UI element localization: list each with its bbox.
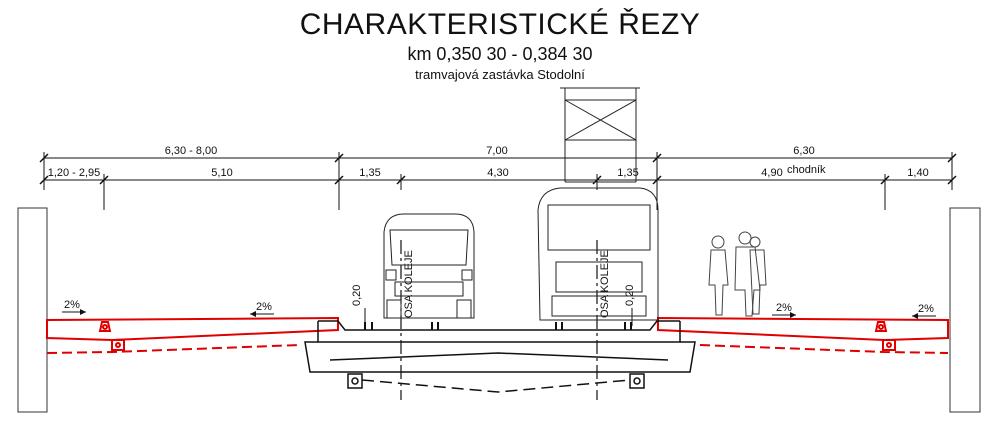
sidewalk-label: chodník bbox=[787, 164, 826, 176]
left-axis-label: OSA KOLEJE bbox=[403, 250, 415, 318]
pedestrian-body-2 bbox=[734, 246, 761, 317]
slope-arrowhead-4 bbox=[912, 313, 918, 319]
left-subgrade-line bbox=[46, 344, 301, 354]
right-curb-dot bbox=[886, 342, 892, 348]
left-curb-block bbox=[111, 339, 125, 351]
dim-top-left: 6,30 - 8,00 bbox=[165, 145, 218, 157]
left-curb-dot bbox=[115, 342, 121, 348]
tram-windshield bbox=[547, 204, 651, 251]
slope-indicators: 2% 2% 2% 2% bbox=[62, 299, 936, 319]
dim-sub-5: 1,35 bbox=[617, 167, 638, 179]
left-drain-icon bbox=[98, 321, 112, 332]
van-lamp-right bbox=[461, 269, 473, 281]
slope-label-2: 2% bbox=[256, 301, 272, 313]
drawing-caption: tramvajová zastávka Stodolní bbox=[415, 67, 585, 82]
pedestrian-head-2 bbox=[738, 231, 752, 245]
tram-body bbox=[537, 187, 659, 321]
dimension-labels: 6,30 - 8,00 7,00 6,30 1,20 - 2,95 5,10 1… bbox=[48, 145, 929, 179]
tram-front-panel bbox=[555, 261, 643, 293]
track-subgrade-line bbox=[361, 379, 631, 393]
left-drain-dot bbox=[102, 324, 108, 330]
track-slab-upper bbox=[317, 321, 681, 343]
dimension-lines bbox=[39, 152, 957, 210]
dim-top-right: 6,30 bbox=[793, 145, 814, 157]
right-axis-label: OSA KOLEJE bbox=[599, 250, 611, 318]
dim-sub-1: 1,20 - 2,95 bbox=[48, 167, 101, 179]
pedestrian-head-1 bbox=[711, 235, 725, 249]
track-slab-lower bbox=[304, 341, 696, 373]
pedestrian-body-1 bbox=[708, 249, 729, 316]
left-pavement bbox=[46, 316, 339, 354]
pedestrian-head-3 bbox=[749, 236, 761, 248]
rails bbox=[364, 322, 632, 330]
building-walls bbox=[17, 207, 981, 413]
pedestrians-outline bbox=[708, 231, 767, 317]
van-outline bbox=[383, 213, 475, 319]
slope-label-3: 2% bbox=[776, 302, 792, 314]
track-top-line bbox=[318, 320, 680, 331]
slope-label-4: 2% bbox=[918, 303, 934, 315]
drawing-subtitle: km 0,350 30 - 0,384 30 bbox=[407, 44, 593, 64]
left-rail-height: 0,20 bbox=[351, 285, 363, 306]
tram-track-structure bbox=[304, 320, 696, 393]
left-building-wall bbox=[17, 207, 48, 413]
right-pavement bbox=[657, 316, 949, 354]
right-curb-block bbox=[882, 339, 896, 351]
slope-arrowhead-2 bbox=[250, 311, 256, 317]
slope-arrowhead-1 bbox=[80, 309, 86, 315]
dim-sub-4: 4,30 bbox=[487, 167, 508, 179]
dim-sub-2: 5,10 bbox=[211, 167, 232, 179]
van-wheel-left bbox=[386, 299, 402, 319]
right-pipe-dot bbox=[633, 377, 641, 385]
van-grille bbox=[394, 281, 464, 297]
left-pavement-layer bbox=[46, 316, 339, 342]
dim-sub-7: 1,40 bbox=[907, 167, 928, 179]
slope-label-1: 2% bbox=[64, 299, 80, 311]
dim-top-mid: 7,00 bbox=[486, 145, 507, 157]
van-windshield bbox=[389, 229, 469, 266]
right-pavement-layer bbox=[657, 316, 949, 342]
pedestrian-body-3 bbox=[749, 249, 767, 315]
right-drain-dot bbox=[878, 324, 884, 330]
right-rail-height: 0,20 bbox=[624, 285, 636, 306]
slope-arrowhead-3 bbox=[790, 312, 796, 318]
track-slab-inner bbox=[329, 352, 669, 361]
tram-pantograph bbox=[560, 87, 640, 183]
van-body bbox=[383, 213, 475, 319]
van-wheel-right bbox=[456, 299, 472, 319]
right-subgrade-line bbox=[699, 344, 949, 354]
dim-sub-3: 1,35 bbox=[359, 167, 380, 179]
tram-outline bbox=[537, 87, 659, 321]
left-drain-pipe bbox=[347, 373, 363, 389]
right-building-wall bbox=[949, 207, 981, 413]
drawing-title: CHARAKTERISTICKÉ ŘEZY bbox=[299, 8, 701, 41]
left-pipe-dot bbox=[351, 377, 359, 385]
right-drain-icon bbox=[874, 321, 888, 332]
tram-bumper bbox=[551, 295, 647, 317]
van-lamp-left bbox=[385, 269, 397, 281]
right-drain-pipe bbox=[629, 373, 645, 389]
dim-sub-6: 4,90 bbox=[761, 167, 782, 179]
